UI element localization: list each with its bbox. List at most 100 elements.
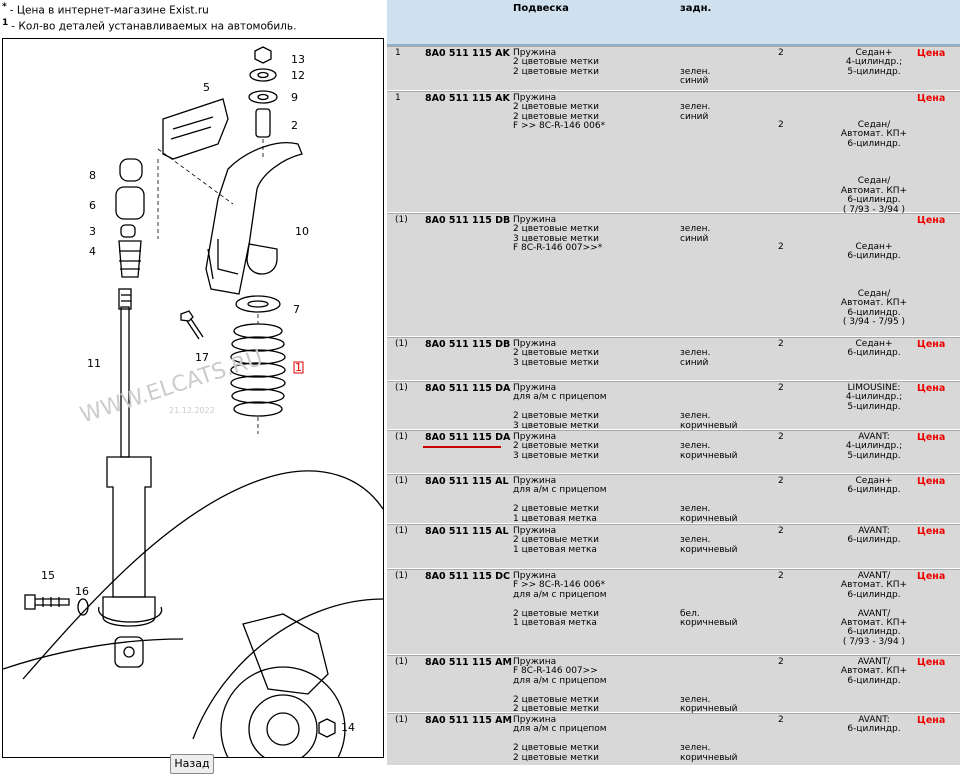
price-link[interactable]: Цена xyxy=(917,215,946,226)
article-number[interactable]: 8A0 511 115 AL xyxy=(425,526,509,537)
price-link[interactable]: Цена xyxy=(917,383,946,394)
price-link[interactable]: Цена xyxy=(917,657,946,668)
part-note: зелен. коричневый xyxy=(680,441,738,461)
price-link[interactable]: Цена xyxy=(917,476,946,487)
part-description: Пружина F >> 8C-R-146 006* для а/м с при… xyxy=(513,571,607,629)
row-number: (1) xyxy=(395,571,408,581)
model-applicability: Седан/ Автомат. КП+ 6-цилиндр. Седан/ Ав… xyxy=(840,120,908,215)
part-description: Пружина 2 цветовые метки 1 цветовая метк… xyxy=(513,526,599,555)
part-note: зелен. коричневый xyxy=(680,743,738,763)
article-number[interactable]: 8A0 511 115 DA xyxy=(425,432,511,443)
callout-7[interactable]: 7 xyxy=(293,303,300,316)
callout-14[interactable]: 14 xyxy=(341,721,355,734)
row-number: (1) xyxy=(395,715,408,725)
row-number: (1) xyxy=(395,476,408,486)
price-link[interactable]: Цена xyxy=(917,715,946,726)
model-applicability: Седан+ 6-цилиндр. Седан/ Автомат. КП+ 6-… xyxy=(840,242,908,328)
part-description: Пружина 2 цветовые метки 2 цветовые метк… xyxy=(513,93,606,132)
part-note: зелен. синий xyxy=(680,348,711,368)
quantity: 2 xyxy=(778,657,784,667)
callout-1[interactable]: 1 xyxy=(295,361,302,374)
callout-9[interactable]: 9 xyxy=(291,91,298,104)
row-number: (1) xyxy=(395,339,408,349)
header-note: задн. xyxy=(680,3,712,14)
callout-4[interactable]: 4 xyxy=(89,245,96,258)
callout-15[interactable]: 15 xyxy=(41,569,55,582)
part-description: Пружина 2 цветовые метки 3 цветовые метк… xyxy=(513,432,599,461)
article-number[interactable]: 8A0 511 115 DC xyxy=(425,571,511,582)
row-number: (1) xyxy=(395,526,408,536)
article-number[interactable]: 8A0 511 115 AM xyxy=(425,657,512,668)
quantity: 2 xyxy=(778,242,784,252)
quantity: 2 xyxy=(778,476,784,486)
model-applicability: AVANT: 4-цилиндр.; 5-цилиндр. xyxy=(845,432,903,461)
note-qty: 1- Кол-во деталей устанавливаемых на авт… xyxy=(2,18,297,33)
article-number[interactable]: 8A0 511 115 AK xyxy=(425,93,510,104)
callout-3[interactable]: 3 xyxy=(89,225,96,238)
article-number[interactable]: 8A0 511 115 AM xyxy=(425,715,512,726)
quantity: 2 xyxy=(778,526,784,536)
note-price: *- Цена в интернет-магазине Exist.ru xyxy=(2,2,209,17)
model-applicability: Седан+ 6-цилиндр. xyxy=(847,339,901,359)
price-link[interactable]: Цена xyxy=(917,339,946,350)
back-button[interactable]: Назад xyxy=(170,754,214,774)
model-applicability: AVANT: 6-цилиндр. xyxy=(847,715,901,735)
callout-6[interactable]: 6 xyxy=(89,199,96,212)
price-link[interactable]: Цена xyxy=(917,526,946,537)
quantity: 2 xyxy=(778,571,784,581)
article-number[interactable]: 8A0 511 115 DB xyxy=(425,215,511,226)
model-applicability: AVANT/ Автомат. КП+ 6-цилиндр. AVANT/ Ав… xyxy=(840,571,908,647)
quantity: 2 xyxy=(778,339,784,349)
callout-10[interactable]: 10 xyxy=(295,225,309,238)
article-number[interactable]: 8A0 511 115 DB xyxy=(425,339,511,350)
price-link[interactable]: Цена xyxy=(917,571,946,582)
part-note: зелен. синий xyxy=(680,102,711,122)
part-description: Пружина 2 цветовые метки 3 цветовые метк… xyxy=(513,339,599,368)
callout-17[interactable]: 17 xyxy=(195,351,209,364)
table-row: (1) 8A0 511 115 AL Пружина 2 цветовые метк… xyxy=(387,524,960,569)
callout-16[interactable]: 16 xyxy=(75,585,89,598)
callout-5[interactable]: 5 xyxy=(203,81,210,94)
highlight-underline xyxy=(423,446,501,448)
callout-2[interactable]: 2 xyxy=(291,119,298,132)
part-note: зелен. коричневый xyxy=(680,411,738,431)
quantity: 2 xyxy=(778,120,784,130)
row-number: 1 xyxy=(395,93,401,103)
left-panel: *- Цена в интернет-магазине Exist.ru 1- … xyxy=(0,0,385,774)
header-desc: Подвеска xyxy=(513,3,569,14)
price-link[interactable]: Цена xyxy=(917,48,946,59)
model-applicability: AVANT/ Автомат. КП+ 6-цилиндр. xyxy=(840,657,908,686)
part-note: бел. коричневый xyxy=(680,608,738,629)
part-note: зелен. синий xyxy=(680,224,711,244)
price-link[interactable]: Цена xyxy=(917,93,946,104)
part-description: Пружина для а/м с прицепом 2 цветовые ме… xyxy=(513,383,607,431)
row-number: (1) xyxy=(395,432,408,442)
part-description: Пружина для а/м с прицепом 2 цветовые ме… xyxy=(513,715,607,763)
callout-13[interactable]: 13 xyxy=(291,53,305,66)
model-applicability: Седан+ 4-цилиндр.; 5-цилиндр. xyxy=(845,48,903,77)
article-number[interactable]: 8A0 511 115 DA xyxy=(425,383,511,394)
part-description: Пружина F 8C-R-146 007>> для а/м с прице… xyxy=(513,657,607,715)
part-description: Пружина 2 цветовые метки 3 цветовые метк… xyxy=(513,215,603,254)
article-number[interactable]: 8A0 511 115 AK xyxy=(425,48,510,59)
part-note: зелен. синий xyxy=(680,66,711,87)
row-number: (1) xyxy=(395,657,408,667)
part-note: зелен. коричневый xyxy=(680,535,738,555)
callout-12[interactable]: 12 xyxy=(291,69,305,82)
row-number: 1 xyxy=(395,48,401,58)
suspension-drawing: 13 12 9 2 5 8 6 3 4 10 7 17 1 11 15 16 1… xyxy=(3,46,383,757)
model-applicability: LIMOUSINE: 4-цилиндр.; 5-цилиндр. xyxy=(845,383,903,412)
article-number[interactable]: 8A0 511 115 AL xyxy=(425,476,509,487)
price-link[interactable]: Цена xyxy=(917,432,946,443)
callout-11[interactable]: 11 xyxy=(87,357,101,370)
callout-8[interactable]: 8 xyxy=(89,169,96,182)
